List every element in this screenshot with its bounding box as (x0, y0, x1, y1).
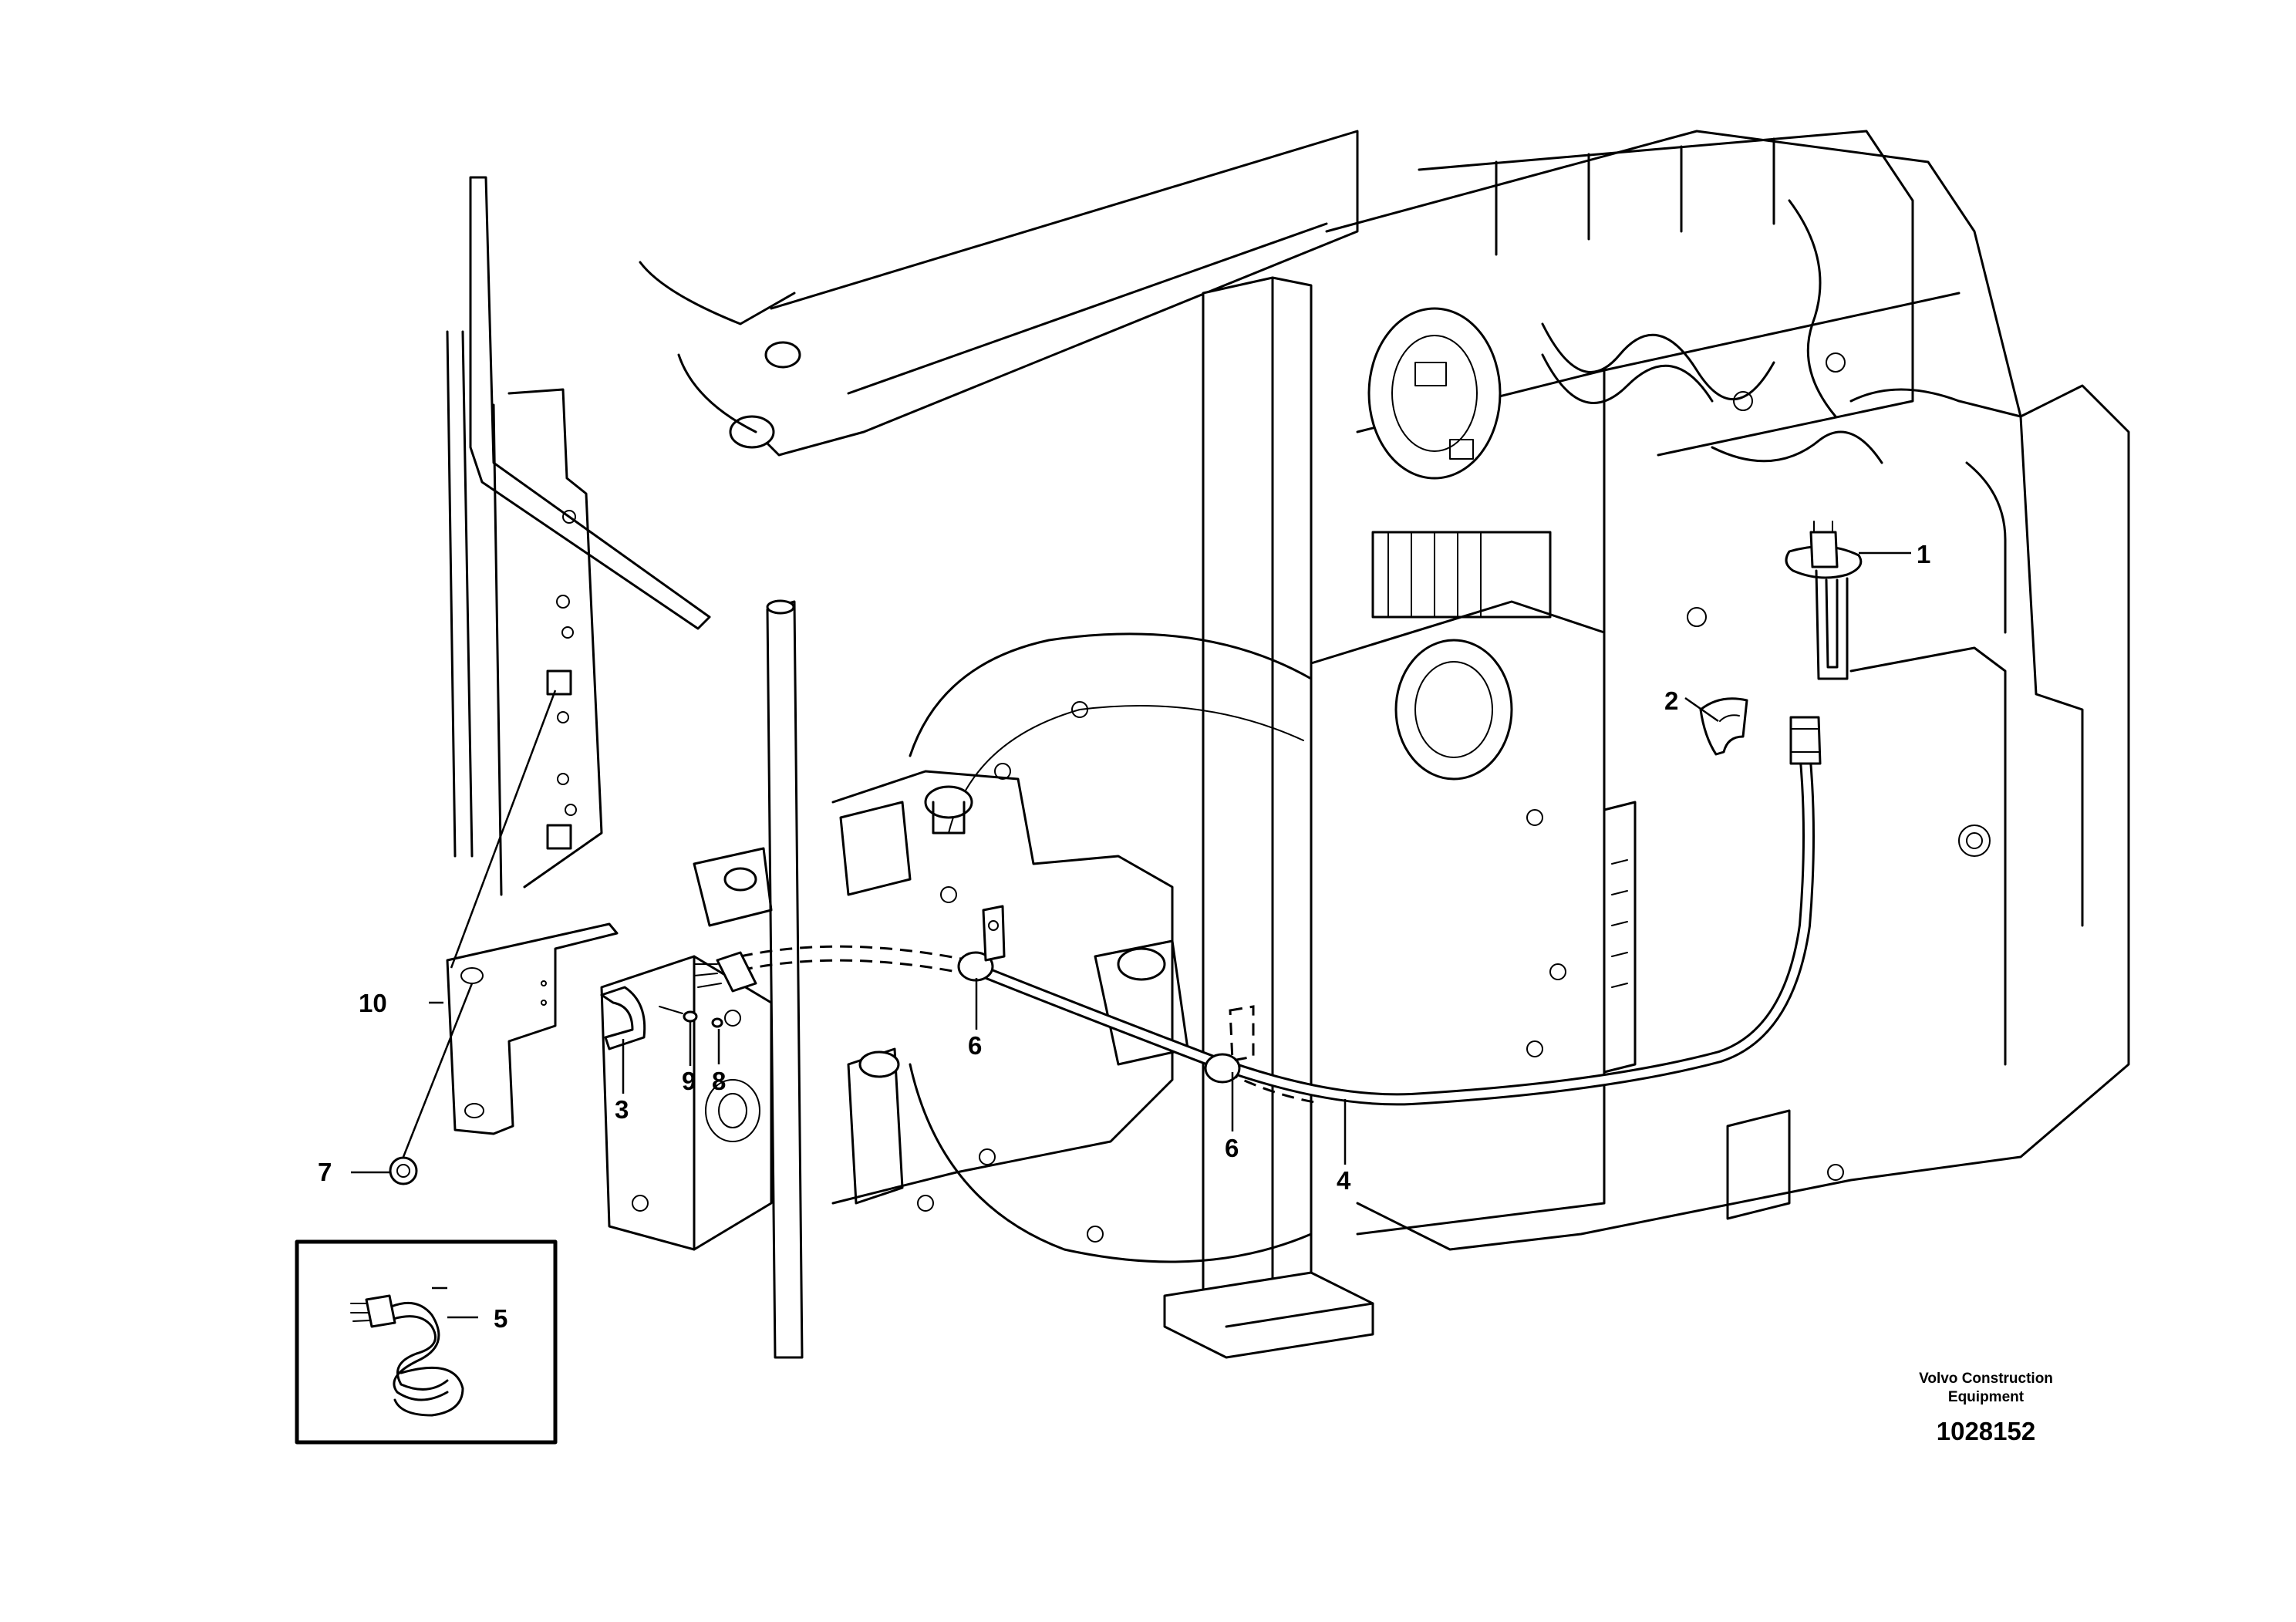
coiled-cable-kit-icon (350, 1294, 478, 1417)
hydraulic-pump-assembly (600, 770, 1189, 1251)
callout-2: 2 (1664, 686, 1678, 715)
callout-6-right: 6 (1225, 1134, 1239, 1162)
callout-9: 9 (682, 1067, 696, 1095)
brand-line-1: Volvo Construction (1919, 1371, 2053, 1387)
block-heater-element-icon (1785, 521, 1863, 680)
callout-1: 1 (1917, 540, 1930, 568)
sealing-clip-icon (1699, 697, 1748, 756)
inset-box (295, 1239, 558, 1445)
cross-frame-upper (639, 130, 1359, 457)
mounting-bracket-icon (446, 922, 619, 1135)
frame-rail-left (446, 176, 711, 896)
callout-3: 3 (615, 1095, 629, 1124)
vertical-pipe (766, 599, 804, 1359)
callout-5: 5 (494, 1304, 507, 1333)
callout-10: 10 (359, 989, 387, 1017)
brand-line-2: Equipment (1948, 1389, 2025, 1405)
drawing-number: 1028152 (1937, 1417, 2035, 1445)
screw-washer-icon (659, 1006, 723, 1028)
callout-8: 8 (712, 1067, 726, 1095)
clamp-bracket-icon (600, 986, 646, 1050)
leader-lines (351, 551, 1911, 1290)
callout-6-left: 6 (968, 1031, 982, 1060)
footer-block: Volvo Construction Equipment 1028152 (1919, 1371, 2053, 1445)
vertical-post (1163, 276, 1374, 1359)
heater-cable-icon (693, 716, 1822, 1106)
callout-labels: 1 2 3 4 5 6 6 7 8 9 10 (318, 540, 1930, 1333)
engine-illustration-icon (909, 130, 2130, 1263)
cable-clamp-icon (957, 905, 1255, 1084)
callout-4: 4 (1337, 1166, 1351, 1195)
nut-icon (389, 1156, 418, 1185)
callout-7: 7 (318, 1158, 332, 1186)
